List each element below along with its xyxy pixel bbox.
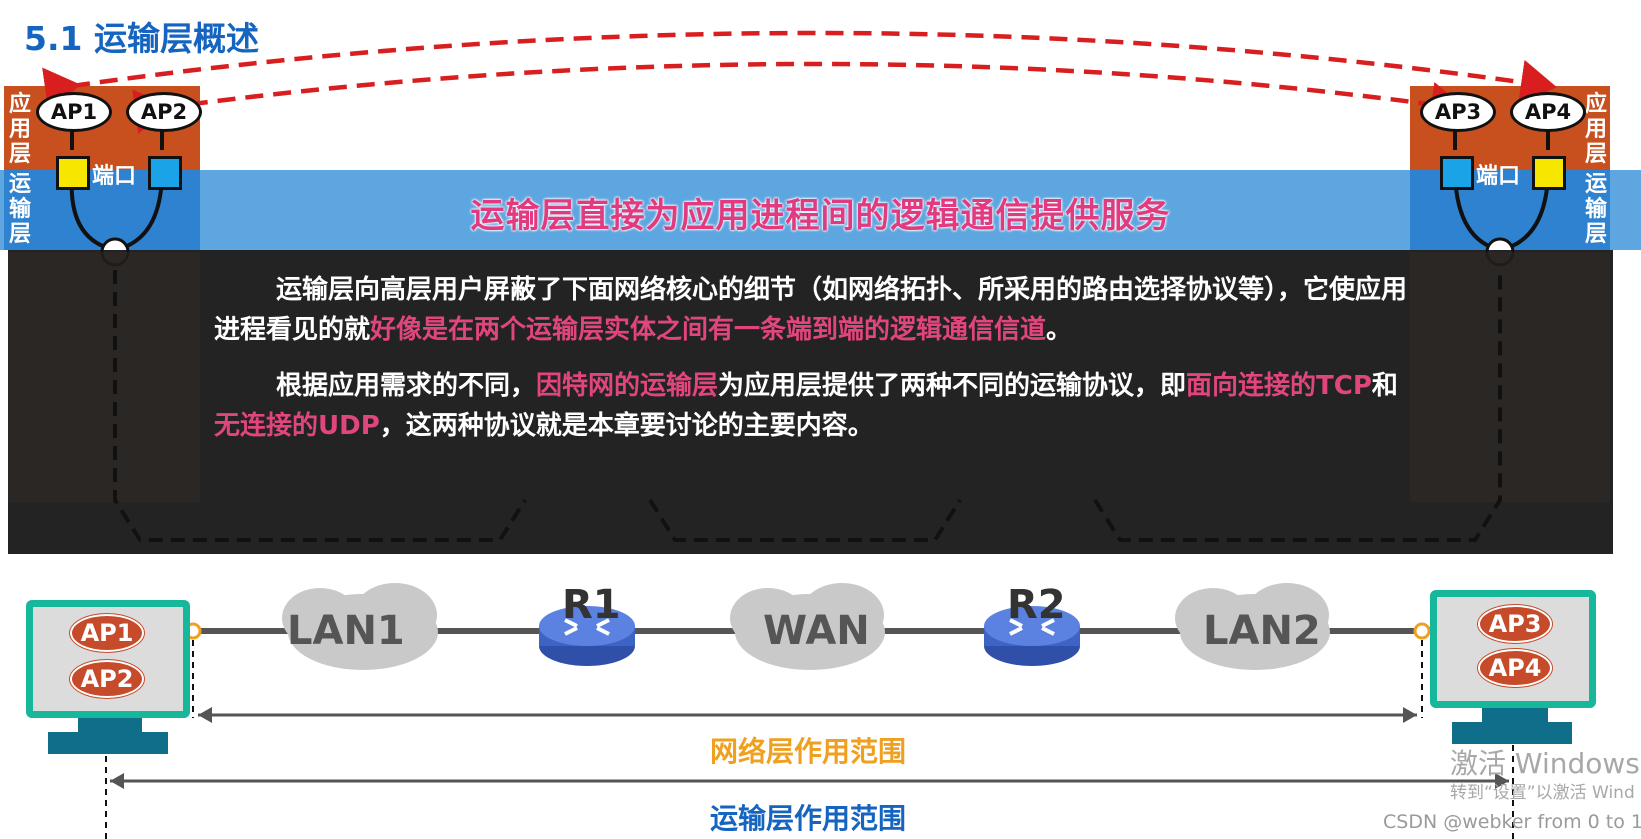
left-port-label: 端口 (92, 164, 137, 189)
ap1-ap4-arc (42, 30, 1557, 113)
right-port-blue (1440, 156, 1474, 190)
r1-router-icon (539, 606, 635, 666)
paragraph-1-text: 运输层向高层用户屏蔽了下面网络核心的细节（如网络拓扑、所采用的路由选择协议等），… (214, 275, 1408, 345)
right-transport-layer-label-top: 运 输 层 (1584, 172, 1607, 247)
paragraph-2-text-2: 为应用层提供了两种不同的运输协议，即 (718, 371, 1187, 401)
right-host-stand (1482, 708, 1548, 722)
transport-service-band (0, 170, 1641, 250)
transport-service-headline: 运输层直接为应用进程间的逻辑通信提供服务 (470, 196, 1171, 236)
left-ap2: AP2 (70, 660, 144, 698)
lan2-label: LAN2 (1203, 608, 1321, 654)
right-port-label: 端口 (1476, 164, 1521, 189)
ap2-ap3-arc (132, 61, 1467, 134)
left-host-base (48, 732, 168, 754)
left-host-stand (78, 718, 142, 732)
ap1-process: AP1 (36, 92, 112, 132)
lan1-cloud (282, 583, 438, 670)
explanation-overlay (8, 250, 1613, 554)
page-title: 5.1 运输层概述 (24, 19, 259, 58)
r2-router-text: ROUTER (1013, 683, 1059, 694)
paragraph-2-text-3: 和 (1371, 371, 1398, 401)
windows-activation-watermark: 激活 Windows (1450, 747, 1640, 780)
right-lower-stack (1410, 252, 1610, 502)
wan-cloud (730, 583, 885, 670)
paragraph-2: 根据应用需求的不同，因特网的运输层为应用层提供了两种不同的运输协议，即面向连接的… (214, 366, 1414, 446)
right-host-base (1452, 722, 1572, 744)
r1-label: R1 (562, 582, 621, 628)
right-app-layer-label: 应 用 层 (1584, 92, 1607, 167)
paragraph-2-text-1: 根据应用需求的不同， (276, 371, 537, 401)
paragraph-1: 运输层向高层用户屏蔽了下面网络核心的细节（如网络拓扑、所采用的路由选择协议等），… (214, 270, 1414, 350)
lan2-cloud (1175, 583, 1330, 670)
ap3-process: AP3 (1420, 92, 1496, 132)
right-ap3: AP3 (1478, 605, 1552, 643)
physical-path (113, 270, 1502, 542)
lan1-label: LAN1 (287, 608, 405, 654)
paragraph-2-highlight-1: 因特网的运输层 (536, 371, 719, 401)
csdn-credit: CSDN @webker from 0 to 1 (1383, 811, 1641, 833)
network-scope-label: 网络层作用范围 (700, 730, 917, 770)
left-port-blue (148, 156, 182, 190)
left-transport-layer-label-top: 运 输 层 (8, 172, 31, 247)
r2-label: R2 (1007, 582, 1066, 628)
paragraph-1-end: 。 (1046, 315, 1073, 345)
r2-router-icon (984, 606, 1080, 666)
left-ap1: AP1 (70, 614, 144, 652)
ap4-process: AP4 (1510, 92, 1586, 132)
right-ap4: AP4 (1478, 649, 1552, 687)
paragraph-2-highlight-2: 面向连接的TCP (1186, 371, 1372, 401)
transport-scope-label: 运输层作用范围 (700, 797, 917, 837)
left-port-yellow (56, 156, 90, 190)
windows-activation-hint: 转到“设置”以激活 Wind (1450, 783, 1635, 803)
r1-router-text: ROUTER (568, 683, 614, 694)
left-app-layer-label: 应 用 层 (8, 92, 31, 167)
left-lower-stack (8, 252, 200, 502)
paragraph-2-highlight-3: 无连接的UDP (214, 411, 380, 441)
wan-label: WAN (763, 608, 870, 654)
right-port-yellow (1532, 156, 1566, 190)
ap2-process: AP2 (126, 92, 202, 132)
paragraph-1-highlight: 好像是在两个运输层实体之间有一条端到端的逻辑通信信道 (370, 315, 1047, 345)
paragraph-2-text-4: ，这两种协议就是本章要讨论的主要内容。 (379, 411, 874, 441)
